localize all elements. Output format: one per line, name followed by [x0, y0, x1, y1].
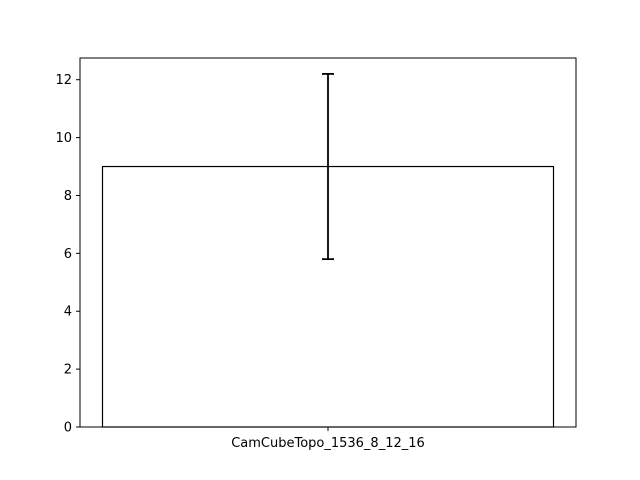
y-tick-label: 2 [64, 363, 72, 378]
y-tick-label: 6 [64, 247, 72, 262]
y-tick-label: 8 [64, 189, 72, 204]
y-tick-label: 10 [55, 131, 72, 146]
y-tick-label: 12 [55, 73, 72, 88]
axes: CamCubeTopo_1536_8_12_16 0 2 4 6 8 10 12 [55, 73, 424, 451]
plot-area [101, 73, 555, 428]
y-tick-label: 4 [64, 305, 72, 320]
y-tick-label: 0 [64, 421, 72, 436]
x-tick-label: CamCubeTopo_1536_8_12_16 [231, 436, 425, 451]
